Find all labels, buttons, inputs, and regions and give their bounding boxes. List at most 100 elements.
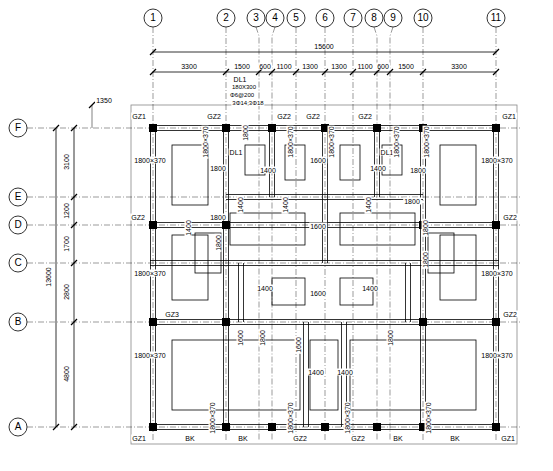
dimension-number: 1600 <box>309 290 327 297</box>
pad-size: 1800×370 <box>133 157 166 164</box>
dimension: 1300 <box>330 63 348 70</box>
dimension: 3100 <box>63 153 70 171</box>
axis-line <box>272 27 275 440</box>
footing-pad <box>272 278 305 305</box>
dimension: 1300 <box>301 63 319 70</box>
footing-pad <box>340 213 415 245</box>
footing-pad <box>195 233 221 273</box>
column <box>149 124 157 132</box>
axis-line <box>27 225 520 226</box>
column <box>268 124 276 132</box>
footing-pad <box>428 233 454 273</box>
pad-size: 1800×370 <box>133 352 166 359</box>
beam-line <box>374 128 375 197</box>
axis-bubble <box>9 216 27 234</box>
dimension-number: 1600 <box>309 223 327 230</box>
dimension: 1350 <box>95 97 113 104</box>
pad-size: 1800×370 <box>480 270 513 277</box>
column-mark: GZ3 <box>164 311 180 318</box>
slab-outline <box>131 105 517 444</box>
beam-note: 180X300 <box>231 84 257 90</box>
pad-size: 1800×370 <box>480 352 513 359</box>
beam-line <box>498 125 499 430</box>
dimension-number: 1400 <box>307 369 325 376</box>
axis-bubble <box>9 418 27 436</box>
axis-bubble <box>217 9 235 27</box>
dimension-number: 1400 <box>256 285 274 292</box>
axis-line <box>496 27 497 440</box>
dimension-number: 1800 <box>409 167 427 174</box>
dimension-line <box>153 52 496 53</box>
beam-mark: DL1 <box>233 76 248 83</box>
beam-line <box>150 265 499 266</box>
pad-size: 1800×370 <box>133 270 166 277</box>
footing-pad <box>340 145 360 180</box>
axis-line <box>27 263 520 264</box>
column-mark: GZ1 <box>501 113 517 120</box>
beam-note: 3Φ14;3Φ18 <box>231 100 264 106</box>
axis-number: 5 <box>292 13 300 23</box>
footing-pad <box>350 340 476 410</box>
column <box>222 221 230 229</box>
dimension-number: 1400 <box>259 167 277 174</box>
axis-line <box>226 27 227 440</box>
dimension: 600 <box>376 63 390 70</box>
footing-pad <box>172 340 300 410</box>
dimension-number: 1600 <box>309 157 327 164</box>
dimension-number: 1800 <box>422 251 429 269</box>
axis-number: 8 <box>370 13 378 23</box>
beam-line <box>238 263 239 322</box>
footing-pad <box>440 145 476 205</box>
column-mark: GZ2 <box>502 311 518 318</box>
column <box>222 318 230 326</box>
dimension: 13600 <box>45 266 52 287</box>
dimension-number: 1800 <box>403 198 421 205</box>
dimension-number: 1800 <box>387 329 394 347</box>
beam-line <box>269 128 270 197</box>
column-mark: BK <box>237 435 248 442</box>
axis-number: 10 <box>416 13 429 23</box>
axis-number: 11 <box>490 13 502 23</box>
axis-line <box>390 27 393 440</box>
column-mark: GZ2 <box>305 113 321 120</box>
beam-line <box>303 322 304 427</box>
column-mark: GZ2 <box>206 113 222 120</box>
column-mark: GZ2 <box>276 113 292 120</box>
column-mark: BK <box>184 435 195 442</box>
dimension-number: 1400 <box>185 219 192 237</box>
dimension-number: 1800 <box>209 165 227 172</box>
column-mark: GZ1 <box>500 435 516 442</box>
pad-size: 1800×370 <box>393 125 400 158</box>
footing-pad <box>440 235 476 300</box>
dimension: 15600 <box>313 43 334 50</box>
axis-bubble <box>266 9 284 27</box>
axis-number: 6 <box>321 13 329 23</box>
axis-line <box>325 27 326 440</box>
dimension: 2800 <box>63 283 70 301</box>
dimension: 600 <box>258 63 272 70</box>
dimension: 4800 <box>63 365 70 383</box>
dimension: 1500 <box>397 63 415 70</box>
axis-bubble <box>365 9 383 27</box>
column-mark: GZ1 <box>131 435 147 442</box>
axis-line <box>27 197 520 198</box>
beam-line <box>150 125 151 430</box>
column <box>149 423 157 431</box>
column <box>492 221 500 229</box>
axis-bubble <box>9 254 27 272</box>
column <box>373 124 381 132</box>
column <box>222 124 230 132</box>
column <box>492 124 500 132</box>
axis-letter: E <box>14 192 23 202</box>
dimension: 3300 <box>450 63 468 70</box>
axis-line <box>374 27 377 440</box>
dimension: 1700 <box>63 235 70 253</box>
axis-number: 7 <box>349 13 357 23</box>
beam-line <box>150 319 499 320</box>
column-mark: GZ2 <box>350 435 366 442</box>
axis-bubble <box>414 9 432 27</box>
footing-pad <box>230 213 305 245</box>
pad-size: 1800×370 <box>287 401 294 434</box>
beam-line <box>226 199 423 200</box>
